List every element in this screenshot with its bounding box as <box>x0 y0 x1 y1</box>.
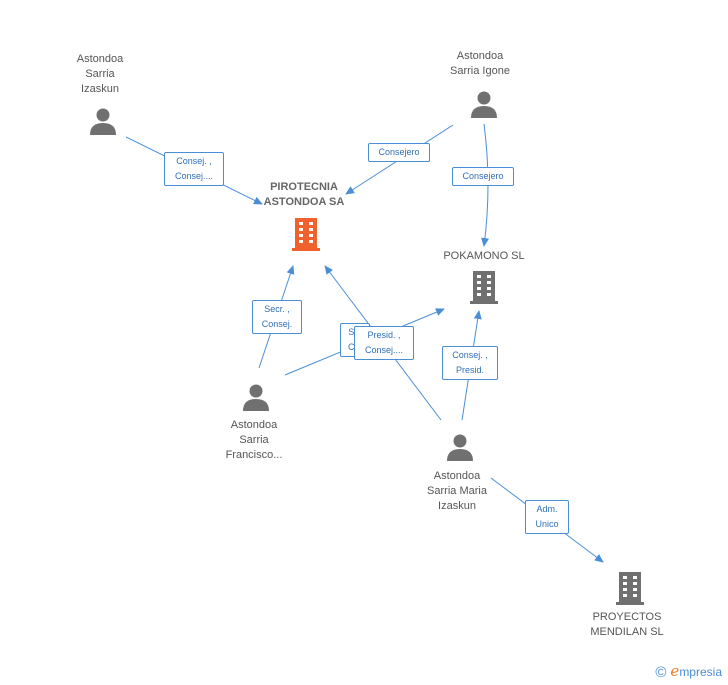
label-line: Presid. , <box>367 330 401 340</box>
person-icon[interactable] <box>241 382 271 412</box>
label-line: PIROTECNIA <box>270 181 338 193</box>
relation-label-e7[interactable]: Consej. , Presid. <box>442 346 498 380</box>
person-icon[interactable] <box>88 106 118 136</box>
label-line: Sarria Maria <box>427 485 487 497</box>
building-icon[interactable] <box>290 216 322 252</box>
label-line: Astondoa <box>433 470 481 482</box>
brand-e: e <box>670 662 680 680</box>
label-line: Consej. <box>261 319 293 329</box>
brand-name: mpresia <box>679 665 722 679</box>
person-label-astondoa-sarria-izaskun[interactable]: Astondoa Sarria Izaskun <box>50 52 150 97</box>
label-line: Astondoa <box>76 53 124 65</box>
label-line: MENDILAN SL <box>590 626 664 638</box>
label-line: Consejero <box>462 171 504 181</box>
label-line: Sarria <box>85 68 115 80</box>
company-label-pokamono[interactable]: POKAMONO SL <box>424 249 544 264</box>
label-line: Adm. <box>536 504 558 514</box>
label-line: Sarria <box>239 434 269 446</box>
person-label-astondoa-sarria-igone[interactable]: Astondoa Sarria Igone <box>430 49 530 79</box>
label-line: PROYECTOS <box>592 611 662 623</box>
person-icon[interactable] <box>445 432 475 462</box>
relation-label-e8[interactable]: Adm. Unico <box>525 500 569 534</box>
label-line: Francisco... <box>225 449 283 461</box>
label-line: Unico <box>535 519 559 529</box>
label-line: Izaskun <box>81 83 119 95</box>
label-line: Astondoa <box>230 419 278 431</box>
label-line: Izaskun <box>438 500 476 512</box>
label-line: Consej. , <box>452 350 488 360</box>
relation-label-e6[interactable]: Presid. , Consej.... <box>354 326 414 360</box>
relation-label-e2[interactable]: Consejero <box>368 143 430 162</box>
label-line: Secr. , <box>264 304 290 314</box>
relation-label-e3[interactable]: Consejero <box>452 167 514 186</box>
label-line: Astondoa <box>456 50 504 62</box>
building-icon[interactable] <box>614 570 646 606</box>
brand-logo[interactable]: ©empresia <box>655 662 722 681</box>
relation-label-e4[interactable]: Secr. , Consej. <box>252 300 302 334</box>
label-line: Presid. <box>455 365 484 375</box>
person-icon[interactable] <box>469 89 499 119</box>
label-line: Consej. , <box>176 156 212 166</box>
building-icon[interactable] <box>468 269 500 305</box>
company-label-proyectos-mendilan[interactable]: PROYECTOS MENDILAN SL <box>572 610 682 640</box>
label-line: Sarria Igone <box>450 65 510 77</box>
label-line: Consej.... <box>174 171 214 181</box>
copyright-icon: © <box>655 664 667 681</box>
label-line: Consejero <box>378 147 420 157</box>
company-label-pirotecnia[interactable]: PIROTECNIA ASTONDOA SA <box>246 180 362 210</box>
label-line: ASTONDOA SA <box>263 196 345 208</box>
relation-label-e1[interactable]: Consej. , Consej.... <box>164 152 224 186</box>
label-line: Consej.... <box>364 345 404 355</box>
label-line: POKAMONO SL <box>443 250 525 262</box>
person-label-astondoa-sarria-maria-izaskun[interactable]: Astondoa Sarria Maria Izaskun <box>407 469 507 514</box>
person-label-astondoa-sarria-francisco[interactable]: Astondoa Sarria Francisco... <box>204 418 304 463</box>
